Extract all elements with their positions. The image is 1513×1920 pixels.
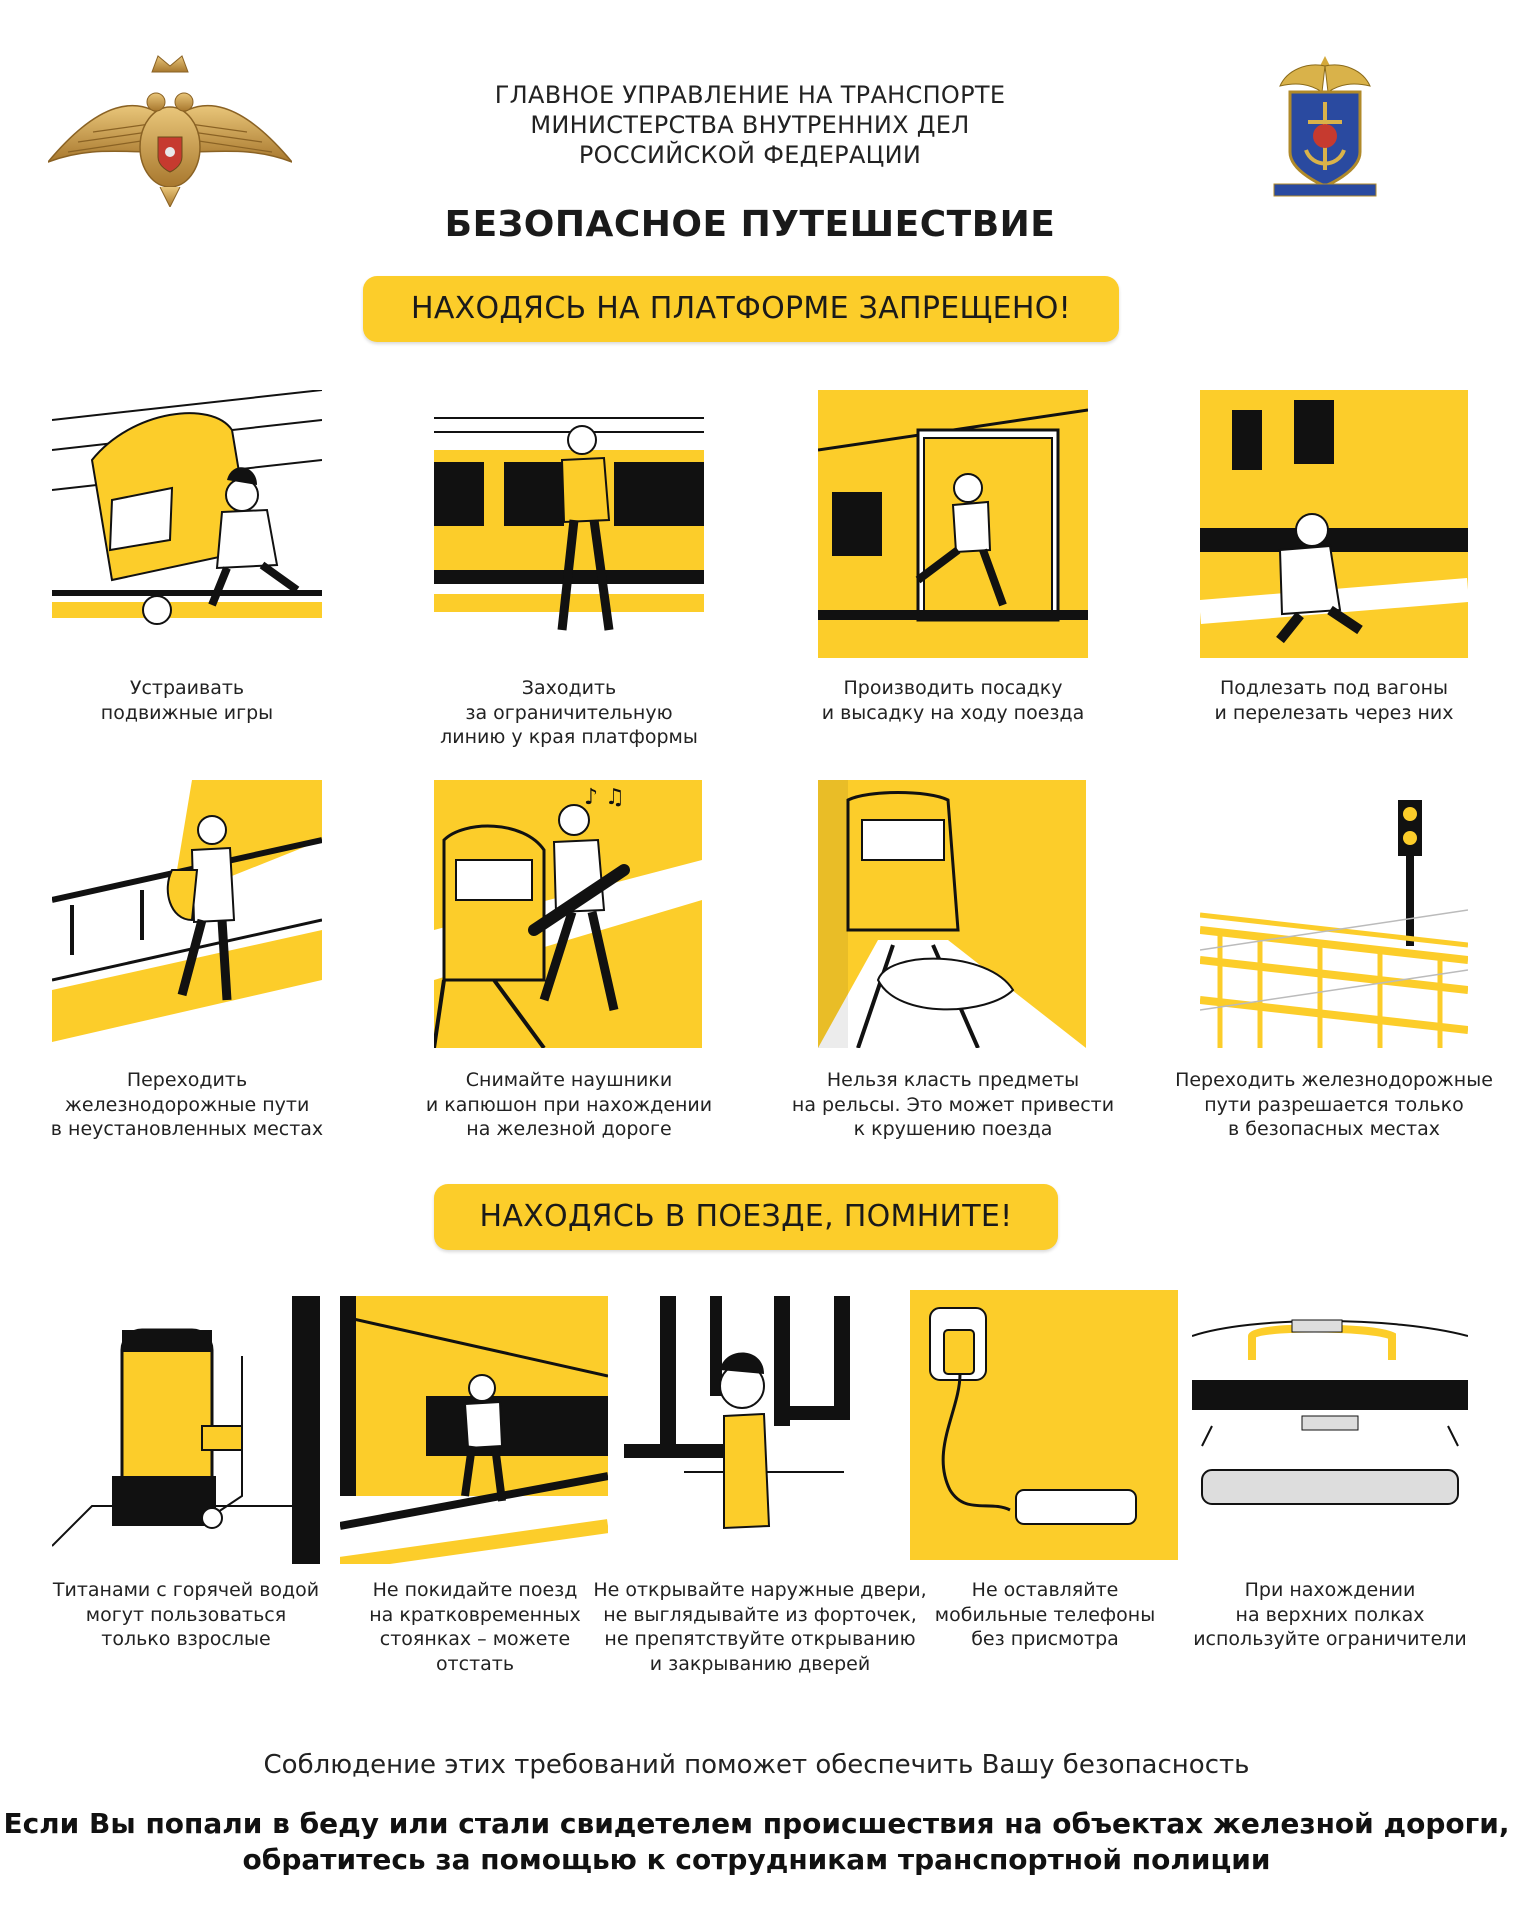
caption-line: подвижные игры [100,701,274,724]
caption-line: пути разрешается только [1204,1093,1464,1116]
caption-line: линию у края платформы [440,726,698,748]
rule-caption: Заходить за ограничительную линию у края… [414,676,724,750]
rule-illustration-upper-berth [1192,1296,1468,1564]
rule-caption: Титанами с горячей водой могут пользоват… [26,1578,346,1652]
caption-line: к крушению поезда [853,1118,1053,1140]
organization-line: МИНИСТЕРСТВА ВНУТРЕННИХ ДЕЛ [530,111,970,139]
caption-line: не выглядывайте из форточек, [603,1603,917,1626]
svg-text:♪ ♫: ♪ ♫ [584,785,625,810]
rule-illustration-headphones: ♪ ♫ [434,780,702,1048]
rule-caption: Производить посадку и высадку на ходу по… [793,676,1113,725]
caption-line: на верхних полках [1235,1603,1425,1626]
page-title: БЕЗОПАСНОЕ ПУТЕШЕСТВИЕ [444,204,1056,245]
rule-illustration-bag-on-rails [818,780,1086,1048]
caption-line: на железной дороге [466,1118,672,1140]
transport-police-emblem [1272,52,1378,204]
caption-line: Заходить [521,677,617,699]
caption-line: Снимайте наушники [465,1069,673,1091]
platform-section-banner: НАХОДЯСЬ НА ПЛАТФОРМЕ ЗАПРЕЩЕНО! [363,276,1119,342]
train-section-banner: НАХОДЯСЬ В ПОЕЗДЕ, ПОМНИТЕ! [434,1184,1058,1250]
caption-line: в неустановленных местах [50,1118,324,1140]
caption-line: на рельсы. Это может привести [791,1093,1115,1116]
caption-line: используйте ограничители [1193,1628,1467,1650]
caption-line: только взрослые [101,1628,271,1650]
caption-line: Нельзя класть предметы [826,1069,1080,1091]
footer-line: Если Вы попали в беду или стали свидетел… [3,1807,1510,1840]
organization-line: РОССИЙСКОЙ ФЕДЕРАЦИИ [578,141,922,169]
caption-line: Устраивать [129,677,245,699]
caption-line: и высадку на ходу поезда [821,701,1085,724]
caption-line: Не открывайте наружные двери, [593,1579,927,1601]
rule-illustration-moving-train [818,390,1088,658]
organization-line: ГЛАВНОЕ УПРАВЛЕНИЕ НА ТРАНСПОРТЕ [494,81,1006,109]
rule-caption: Устраивать подвижные игры [32,676,342,725]
rule-caption: Подлезать под вагоны и перелезать через … [1174,676,1494,725]
caption-line: мобильные телефоны [934,1603,1156,1626]
rule-illustration-edge-line [434,400,704,658]
rule-caption: Переходить железнодорожные пути разрешае… [1169,1068,1499,1142]
footer-line: обратитесь за помощью к сотрудникам тран… [242,1843,1271,1876]
rule-caption: Нельзя класть предметы на рельсы. Это мо… [788,1068,1118,1142]
caption-line: на кратковременных [369,1603,581,1626]
caption-line: железнодорожные пути [64,1093,310,1116]
caption-line: При нахождении [1244,1579,1416,1601]
caption-line: стоянках – можете [379,1628,571,1650]
rule-illustration-phone [910,1290,1178,1560]
caption-line: в безопасных местах [1227,1118,1440,1140]
rule-caption: Не открывайте наружные двери, не выгляды… [590,1578,930,1676]
rule-illustration-boiler [52,1296,320,1564]
caption-line: и закрыванию дверей [649,1652,871,1675]
caption-line: Не покидайте поезд [372,1579,578,1601]
rule-caption: Переходить железнодорожные пути в неуста… [32,1068,342,1142]
caption-line: за ограничительную [465,701,673,724]
rule-illustration-crossing-tracks [52,780,322,1048]
caption-line: Производить посадку [843,677,1063,699]
footer-call-to-action: Если Вы попали в беду или стали свидетел… [0,1806,1513,1878]
caption-line: не препятствуйте открыванию [604,1628,916,1650]
footer-note: Соблюдение этих требований поможет обесп… [263,1750,1250,1780]
caption-line: Титанами с горячей водой [52,1579,320,1601]
caption-line: без присмотра [971,1628,1119,1650]
rule-illustration-safe-crossing [1200,780,1468,1048]
caption-line: и капюшон при нахождении [425,1093,713,1116]
rule-caption: Не покидайте поезд на кратковременных ст… [330,1578,620,1676]
caption-line: Подлезать под вагоны [1219,677,1449,699]
organization-header: ГЛАВНОЕ УПРАВЛЕНИЕ НА ТРАНСПОРТЕ МИНИСТЕ… [430,80,1070,170]
caption-line: Не оставляйте [971,1579,1119,1601]
rule-caption: Не оставляйте мобильные телефоны без при… [900,1578,1190,1652]
mvd-eagle-emblem [45,52,295,209]
caption-line: Переходить [126,1069,248,1091]
caption-line: Переходить железнодорожные [1175,1069,1493,1091]
rule-caption: При нахождении на верхних полках использ… [1170,1578,1490,1652]
rule-illustration-leaving-train [340,1296,608,1564]
rule-illustration-door [624,1296,892,1564]
caption-line: отстать [435,1652,515,1675]
rule-illustration-under-wagon [1200,390,1468,658]
caption-line: могут пользоваться [85,1603,287,1626]
rule-caption: Снимайте наушники и капюшон при нахожден… [414,1068,724,1142]
caption-line: и перелезать через них [1214,701,1454,724]
rule-illustration-playing [52,390,322,652]
